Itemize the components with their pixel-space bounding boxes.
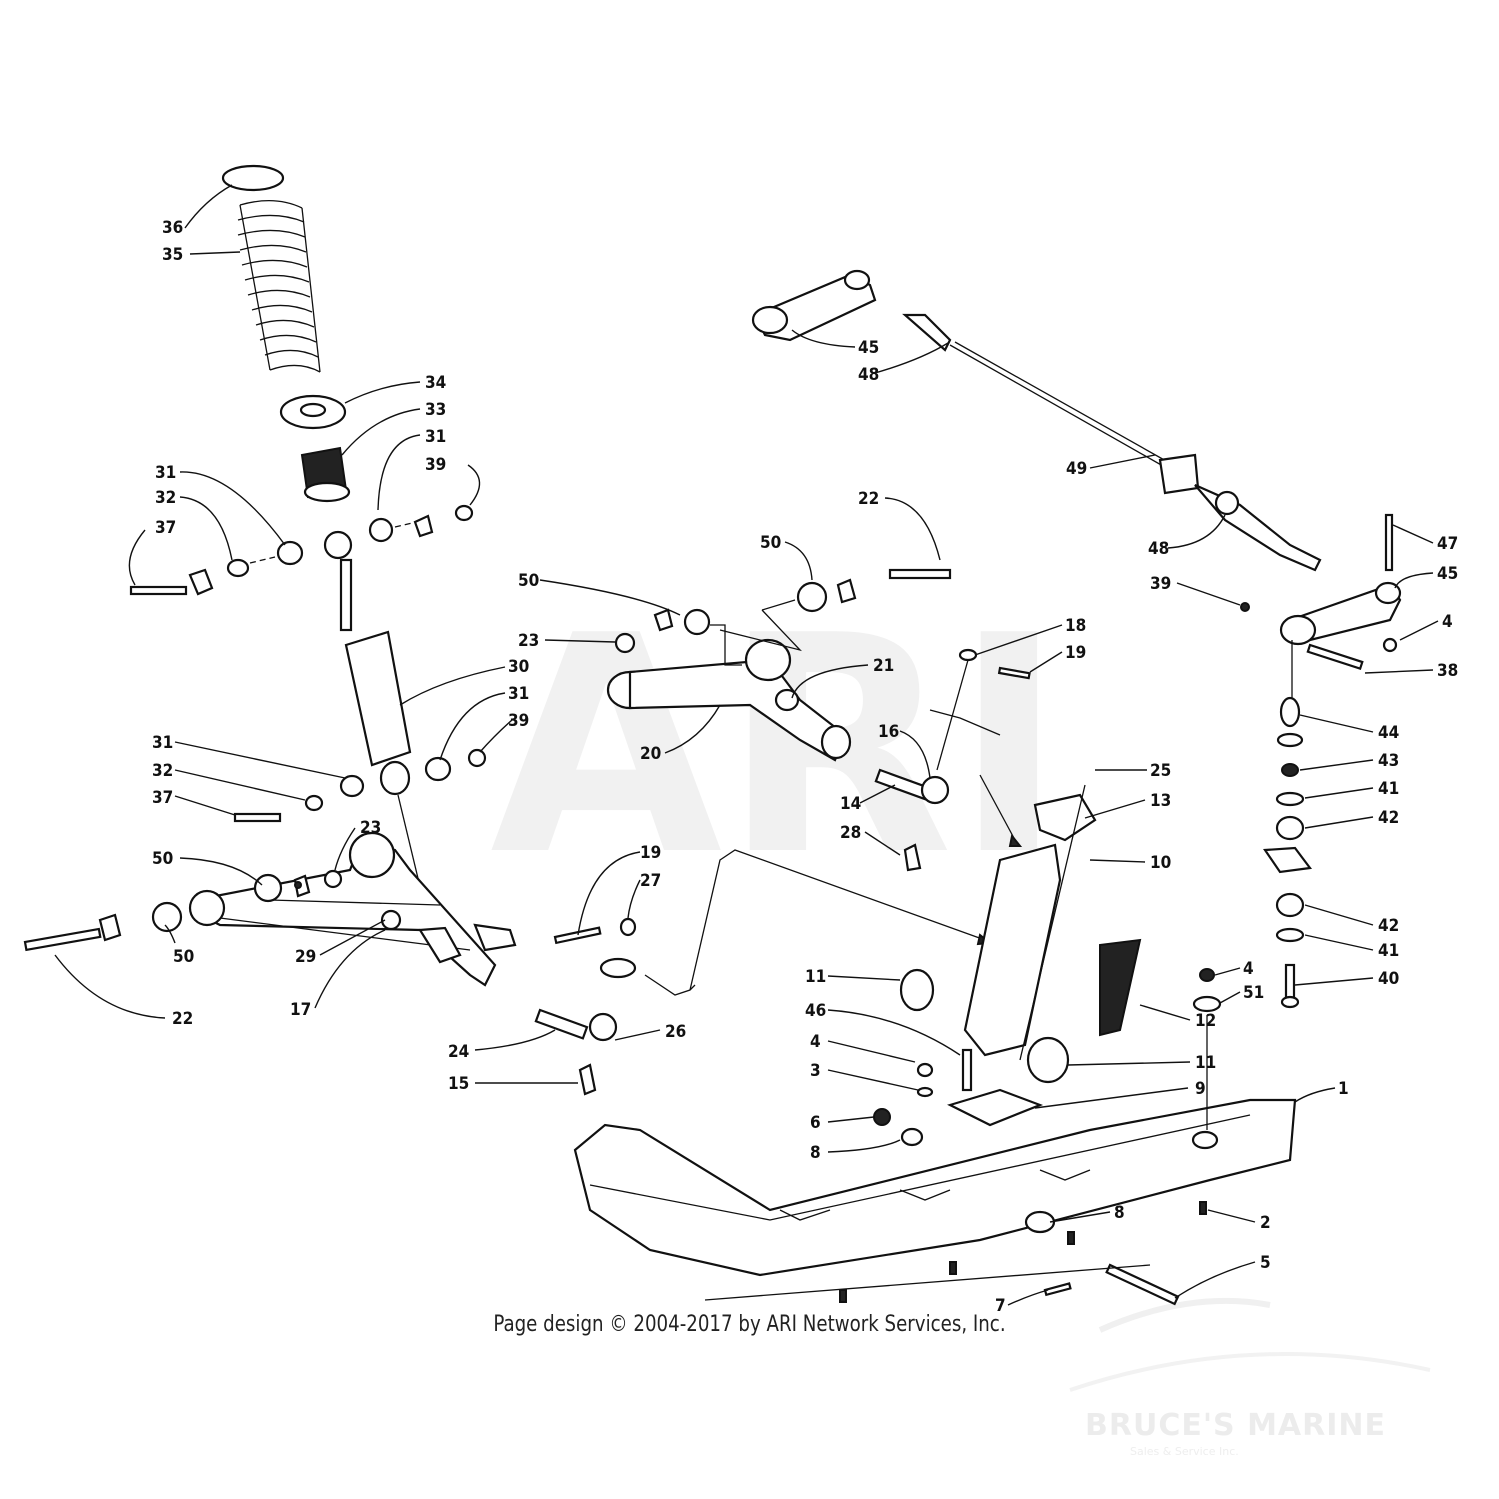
callout-32: 32 — [152, 761, 173, 781]
callout-17: 17 — [290, 1000, 311, 1020]
callout-16: 16 — [878, 722, 899, 742]
callout-42: 42 — [1378, 916, 1399, 936]
callout-5: 5 — [1260, 1253, 1271, 1273]
callout-49: 49 — [1066, 459, 1087, 479]
callout-2: 2 — [1260, 1213, 1271, 1233]
bruces-marine-tagline: Sales & Service Inc. — [1130, 1445, 1239, 1458]
callout-38: 38 — [1437, 661, 1458, 681]
callout-39: 39 — [425, 455, 446, 475]
callout-20: 20 — [640, 744, 661, 764]
callout-4: 4 — [810, 1032, 821, 1052]
callout-50: 50 — [518, 571, 539, 591]
callout-31: 31 — [425, 427, 446, 447]
callout-19: 19 — [1065, 643, 1086, 663]
callout-33: 33 — [425, 400, 446, 420]
callout-37: 37 — [152, 788, 173, 808]
callout-23: 23 — [518, 631, 539, 651]
callout-31: 31 — [508, 684, 529, 704]
callout-37: 37 — [155, 518, 176, 538]
callout-4: 4 — [1442, 612, 1453, 632]
callout-40: 40 — [1378, 969, 1399, 989]
callout-28: 28 — [840, 823, 861, 843]
callout-46: 46 — [805, 1001, 826, 1021]
callout-45: 45 — [858, 338, 879, 358]
callout-31: 31 — [155, 463, 176, 483]
callout-35: 35 — [162, 245, 183, 265]
callout-32: 32 — [155, 488, 176, 508]
callout-11: 11 — [1195, 1053, 1216, 1073]
callout-15: 15 — [448, 1074, 469, 1094]
callout-45: 45 — [1437, 564, 1458, 584]
spindle — [899, 784, 1142, 1127]
callout-36: 36 — [162, 218, 183, 238]
callout-41: 41 — [1378, 779, 1399, 799]
callout-26: 26 — [665, 1022, 686, 1042]
callout-50: 50 — [760, 533, 781, 553]
shock-assembly — [129, 164, 487, 931]
callout-50: 50 — [173, 947, 194, 967]
callout-8: 8 — [810, 1143, 821, 1163]
callout-48: 48 — [858, 365, 879, 385]
callout-29: 29 — [295, 947, 316, 967]
callout-9: 9 — [1195, 1079, 1206, 1099]
callout-8: 8 — [1114, 1203, 1125, 1223]
leader-lines — [54, 184, 1439, 1306]
callout-22: 22 — [858, 489, 879, 509]
callout-19: 19 — [640, 843, 661, 863]
callout-numbers: 36 35 34 33 31 39 31 32 37 30 31 39 31 3… — [152, 218, 1458, 1316]
callout-14: 14 — [840, 794, 861, 814]
tie-rod — [751, 269, 1402, 705]
callout-41: 41 — [1378, 941, 1399, 961]
callout-12: 12 — [1195, 1011, 1216, 1031]
callout-6: 6 — [810, 1113, 821, 1133]
callout-50: 50 — [152, 849, 173, 869]
callout-13: 13 — [1150, 791, 1171, 811]
callout-34: 34 — [425, 373, 446, 393]
bruces-marine-brand: BRUCE'S MARINE — [1085, 1408, 1386, 1443]
callout-21: 21 — [873, 656, 894, 676]
callout-3: 3 — [810, 1061, 821, 1081]
callout-18: 18 — [1065, 616, 1086, 636]
callout-27: 27 — [640, 871, 661, 891]
callout-30: 30 — [508, 657, 529, 677]
steering-post-hardware — [1192, 696, 1313, 1130]
callout-24: 24 — [448, 1042, 469, 1062]
copyright-notice: Page design © 2004-2017 by ARI Network S… — [493, 1312, 1006, 1337]
callout-47: 47 — [1437, 534, 1458, 554]
bruces-marine-watermark: BRUCE'S MARINE Sales & Service Inc. — [1069, 1297, 1431, 1458]
callout-39: 39 — [508, 711, 529, 731]
ski — [573, 1098, 1297, 1306]
callout-39: 39 — [1150, 574, 1171, 594]
callout-7: 7 — [995, 1296, 1006, 1316]
callout-11: 11 — [805, 967, 826, 987]
callout-22: 22 — [172, 1009, 193, 1029]
callout-42: 42 — [1378, 808, 1399, 828]
lower-a-arm — [23, 831, 517, 987]
ari-watermark: ARI — [490, 572, 1065, 921]
callout-23: 23 — [360, 818, 381, 838]
callout-31: 31 — [152, 733, 173, 753]
callout-25: 25 — [1150, 761, 1171, 781]
callout-1: 1 — [1338, 1079, 1349, 1099]
callout-44: 44 — [1378, 723, 1399, 743]
coil-spring — [237, 200, 321, 373]
callout-10: 10 — [1150, 853, 1171, 873]
callout-48: 48 — [1148, 539, 1169, 559]
callout-43: 43 — [1378, 751, 1399, 771]
callout-51: 51 — [1243, 983, 1264, 1003]
upper-ball-joint — [874, 648, 1031, 872]
callout-4: 4 — [1243, 959, 1254, 979]
